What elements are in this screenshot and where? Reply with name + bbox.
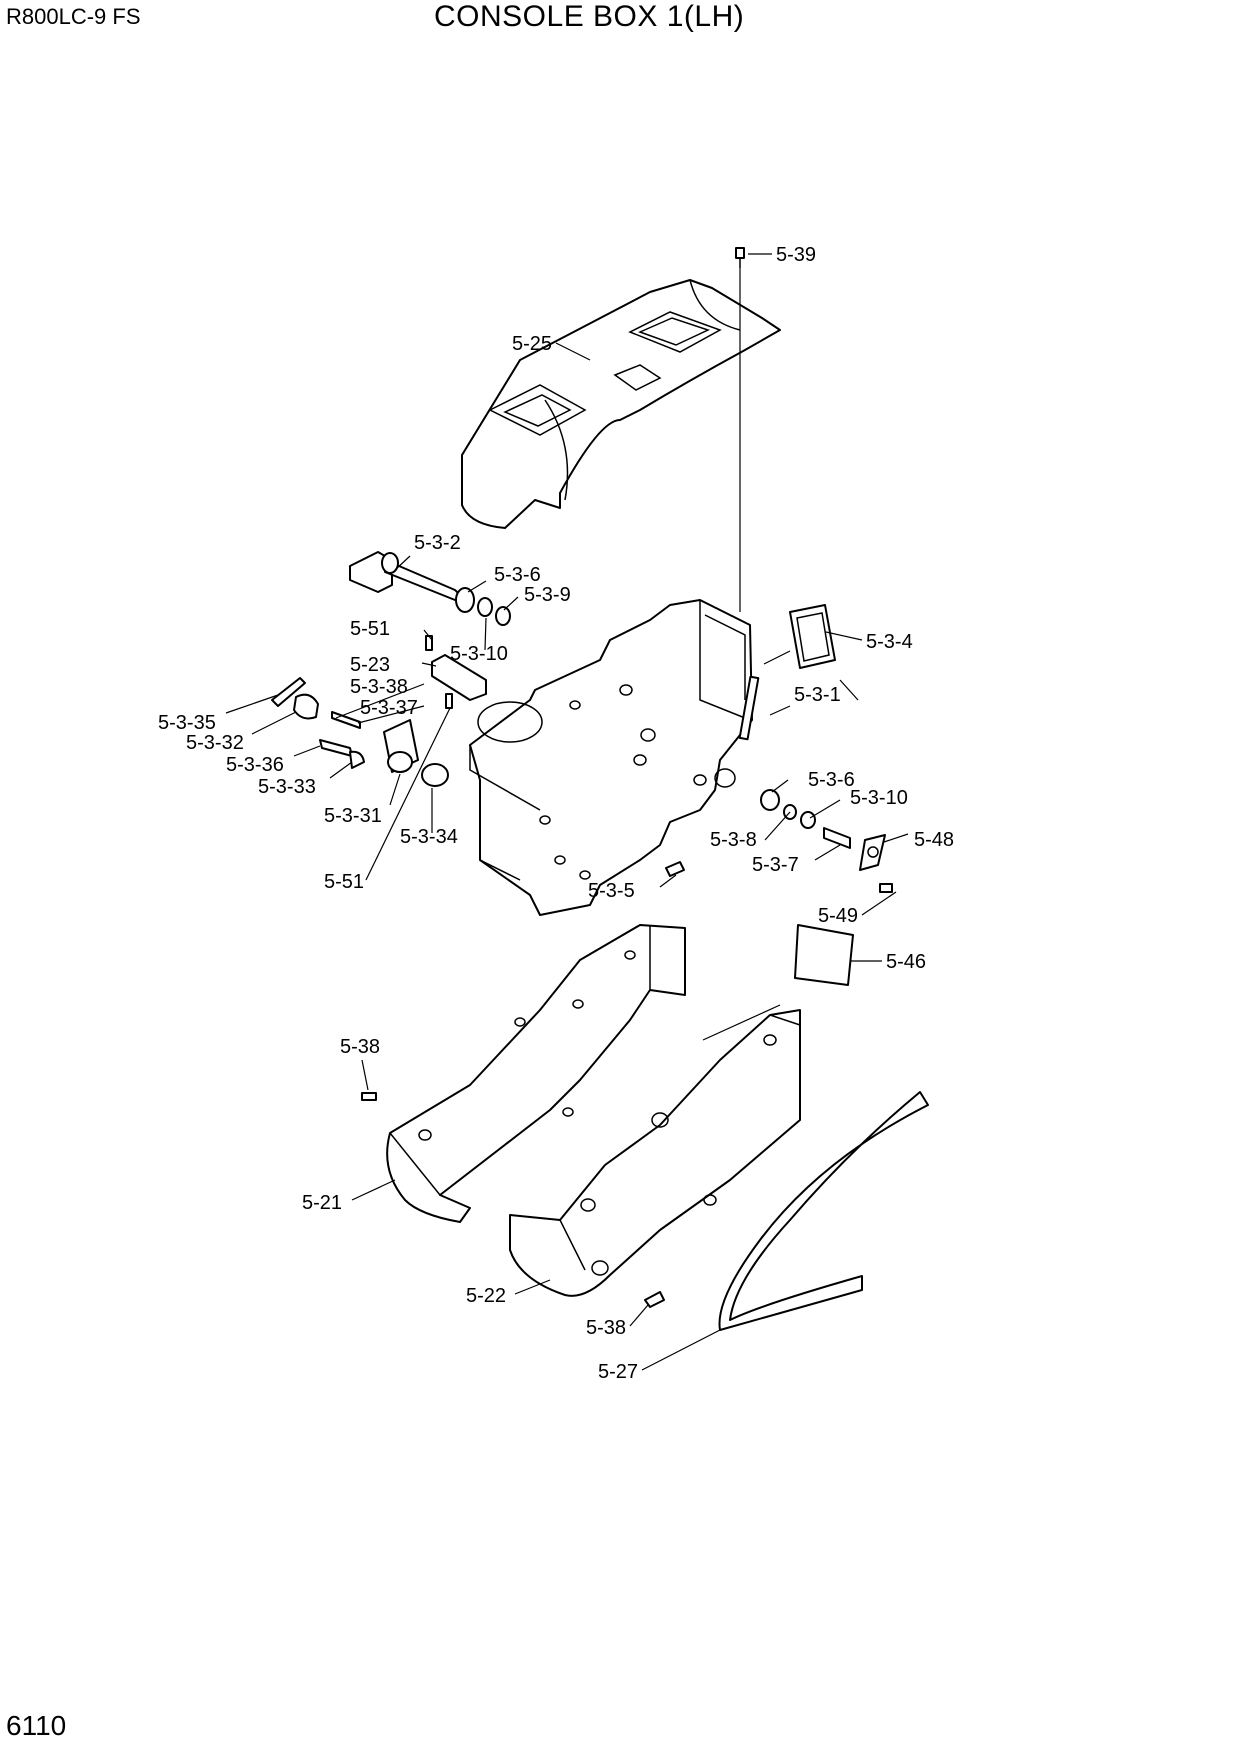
model-code: R800LC-9 FS	[6, 4, 141, 29]
plate-5-46	[794, 924, 854, 986]
callout-5-25: 5-25	[512, 333, 552, 355]
callout-5-39: 5-39	[776, 244, 816, 266]
main-frame-5-3-1	[469, 599, 760, 916]
side-cover-5-21	[386, 924, 686, 1223]
diagram-title: CONSOLE BOX 1(LH)	[434, 0, 745, 33]
callout-5-3-34: 5-3-34	[400, 826, 458, 848]
callout-5-38-upper: 5-38	[340, 1036, 380, 1058]
callout-5-23: 5-23	[350, 654, 390, 676]
callout-5-48: 5-48	[914, 829, 954, 851]
callout-5-3-6-right: 5-3-6	[808, 769, 855, 791]
callout-5-3-32: 5-3-32	[186, 732, 244, 754]
callout-5-22: 5-22	[466, 1285, 506, 1307]
callout-5-27: 5-27	[598, 1361, 638, 1383]
right-hardware	[665, 789, 893, 893]
callout-5-3-31: 5-3-31	[324, 805, 382, 827]
callout-5-3-4: 5-3-4	[866, 631, 913, 653]
console-upper-cover	[461, 279, 781, 529]
callout-5-51-lower: 5-51	[324, 871, 364, 893]
callout-labels: 5-39 5-25 5-3-2 5-3-6 5-3-9 5-51 5-3-10 …	[158, 244, 954, 1383]
callout-5-3-38: 5-3-38	[350, 676, 408, 698]
bushes-upper	[455, 587, 511, 626]
callout-5-3-5: 5-3-5	[588, 880, 635, 902]
callout-5-3-8: 5-3-8	[710, 829, 757, 851]
callout-5-3-6: 5-3-6	[494, 564, 541, 586]
boot-5-3-4	[789, 604, 836, 669]
callout-5-3-10-right: 5-3-10	[850, 787, 908, 809]
bracket-5-3-2	[349, 551, 460, 601]
plate-5-23	[425, 635, 487, 709]
callout-5-3-2: 5-3-2	[414, 532, 461, 554]
callout-5-3-9: 5-3-9	[524, 584, 571, 606]
switch-assembly	[271, 677, 449, 787]
callout-5-3-37: 5-3-37	[360, 697, 418, 719]
callout-5-46: 5-46	[886, 951, 926, 973]
callout-5-3-7: 5-3-7	[752, 854, 799, 876]
callout-5-21: 5-21	[302, 1192, 342, 1214]
side-cover-5-22	[509, 1009, 801, 1297]
callout-5-3-33: 5-3-33	[258, 776, 316, 798]
callout-5-3-1: 5-3-1	[794, 684, 841, 706]
callout-5-49: 5-49	[818, 905, 858, 927]
callout-5-3-10: 5-3-10	[450, 643, 508, 665]
leader-lines	[225, 253, 909, 1371]
callout-5-3-35: 5-3-35	[158, 712, 216, 734]
trim-strip-5-27	[718, 1091, 929, 1331]
callout-5-51-upper: 5-51	[350, 618, 390, 640]
screw-5-39	[735, 247, 745, 612]
screws-5-38	[361, 1092, 665, 1308]
callout-5-3-36: 5-3-36	[226, 754, 284, 776]
page-number: 6110	[6, 1710, 67, 1741]
callout-5-38-lower: 5-38	[586, 1317, 626, 1339]
